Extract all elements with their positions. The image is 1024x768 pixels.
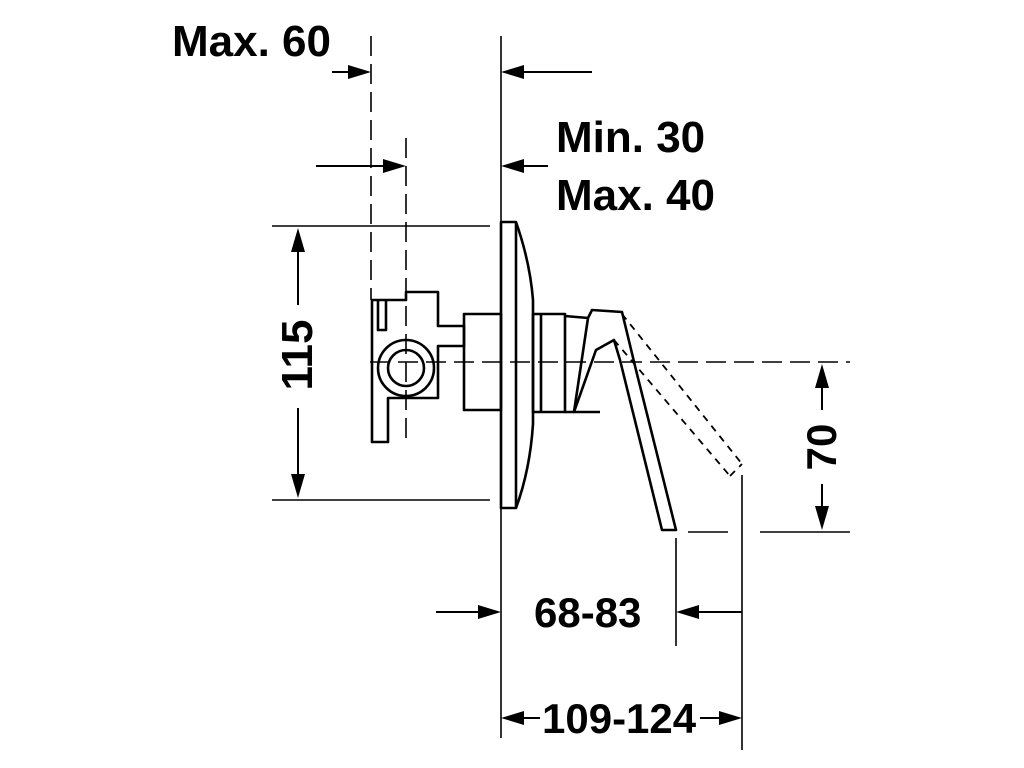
max60-arrow xyxy=(348,65,371,79)
cover-rosette xyxy=(499,220,535,510)
min30-right-arrow xyxy=(501,159,524,173)
lever-handle xyxy=(572,308,678,532)
dim6883-arrow-right xyxy=(676,605,699,619)
dim-label-min-30: Min. 30 xyxy=(556,113,706,162)
dim115-arrow-top xyxy=(291,228,305,252)
dim-label-115: 115 xyxy=(273,319,322,391)
dim109-arrow-left xyxy=(501,711,524,725)
dim6883-arrow-left xyxy=(478,605,501,619)
valve-outlet-ring xyxy=(376,338,436,398)
dim70-arrow-top xyxy=(815,364,829,388)
dim109-arrow-right xyxy=(719,711,742,725)
lever-handle-open-position xyxy=(613,313,743,477)
concealed-valve-body xyxy=(370,290,466,444)
max60-right-arrow xyxy=(501,65,524,79)
dim-label-109-124: 109-124 xyxy=(542,695,697,742)
dim-label-max-40: Max. 40 xyxy=(556,171,715,220)
dim-label-68-83: 68-83 xyxy=(534,589,642,636)
dim115-arrow-bottom xyxy=(291,474,305,498)
cartridge-housing xyxy=(462,312,590,414)
dim70-arrow-bottom xyxy=(815,506,829,530)
dim-label-70: 70 xyxy=(798,423,845,471)
valve-outlet-bore xyxy=(386,348,426,388)
dim-label-max-60: Max. 60 xyxy=(172,17,331,66)
min30-left-arrow xyxy=(383,159,406,173)
